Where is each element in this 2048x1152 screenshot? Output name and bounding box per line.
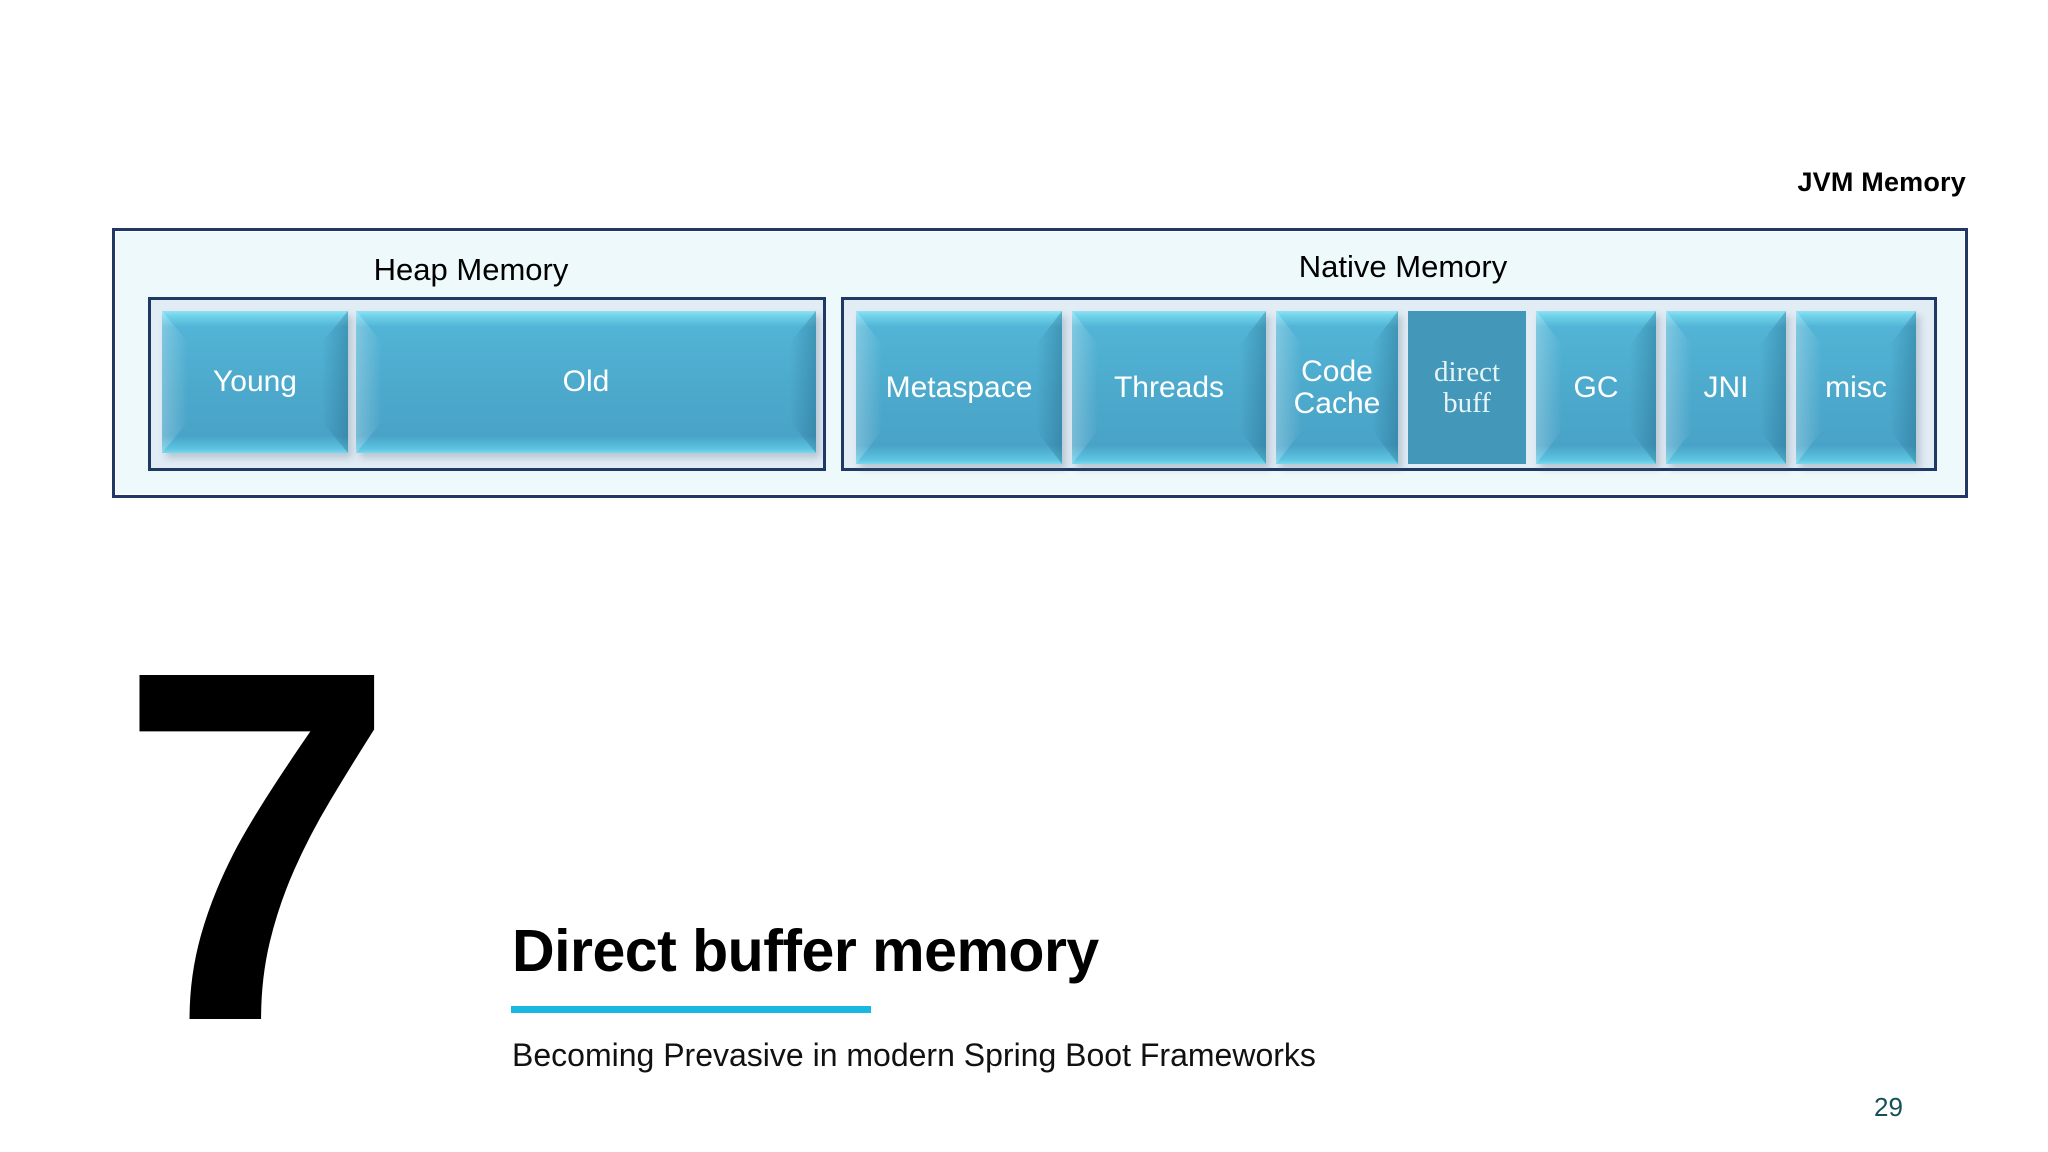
memory-block-label: Code Cache bbox=[1293, 355, 1381, 420]
native-memory-label: Native Memory bbox=[1298, 249, 1508, 284]
section-number-marker: 7 bbox=[118, 566, 396, 1125]
memory-block-old[interactable]: Old bbox=[356, 311, 816, 453]
page-title: Direct buffer memory bbox=[512, 918, 1099, 984]
memory-block-misc[interactable]: misc bbox=[1796, 311, 1916, 464]
native-memory-inner-box: Metaspace Threads Code Cache direct buff… bbox=[841, 297, 1937, 471]
memory-block-code-cache[interactable]: Code Cache bbox=[1276, 311, 1398, 464]
memory-block-threads[interactable]: Threads bbox=[1072, 311, 1266, 464]
memory-block-young[interactable]: Young bbox=[162, 311, 348, 453]
memory-block-direct-buff[interactable]: direct buff bbox=[1408, 311, 1526, 464]
memory-block-label: direct buff bbox=[1433, 356, 1500, 419]
memory-block-label: JNI bbox=[1703, 370, 1749, 404]
page-number: 29 bbox=[1874, 1092, 1903, 1122]
title-accent-rule bbox=[511, 1006, 871, 1013]
heap-memory-inner-box: Young Old bbox=[148, 297, 826, 471]
memory-block-label: Threads bbox=[1113, 370, 1225, 404]
memory-block-label: Young bbox=[213, 365, 297, 399]
heap-memory-region: Heap Memory Young Old bbox=[115, 231, 827, 495]
memory-block-label: misc bbox=[1825, 370, 1887, 404]
memory-block-label: Old bbox=[562, 365, 610, 399]
jvm-memory-container: Heap Memory Young Old Native Memory Meta… bbox=[112, 228, 1968, 498]
memory-block-jni[interactable]: JNI bbox=[1666, 311, 1786, 464]
memory-block-label: GC bbox=[1573, 370, 1619, 404]
native-memory-region: Native Memory Metaspace Threads Code Cac… bbox=[841, 231, 1965, 495]
memory-block-label: Metaspace bbox=[885, 370, 1033, 404]
memory-block-gc[interactable]: GC bbox=[1536, 311, 1656, 464]
heap-memory-label: Heap Memory bbox=[373, 252, 569, 287]
page-subtitle: Becoming Prevasive in modern Spring Boot… bbox=[512, 1037, 1316, 1073]
jvm-memory-caption: JVM Memory bbox=[1797, 167, 1966, 197]
memory-block-metaspace[interactable]: Metaspace bbox=[856, 311, 1062, 464]
